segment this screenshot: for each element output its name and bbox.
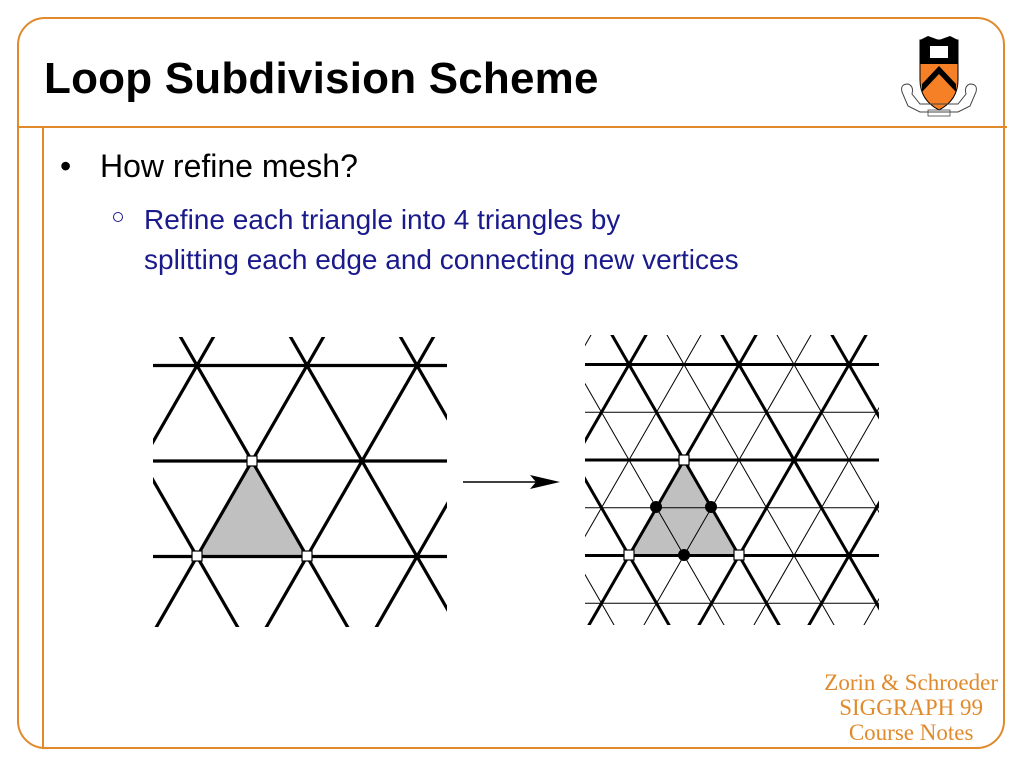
fine-edge [585, 335, 702, 538]
sub-bullet-line: splitting each edge and connecting new v… [144, 244, 739, 275]
fine-edge [884, 275, 1024, 685]
coarse-edge [697, 335, 868, 625]
coarse-edge [0, 277, 28, 687]
coarse-edge [114, 275, 350, 685]
new-vertex-marker [705, 501, 717, 513]
fine-edge [0, 275, 154, 685]
coarse-edge [398, 337, 447, 421]
coarse-edge [720, 335, 879, 611]
coarse-edge [916, 277, 1024, 687]
fine-edge [666, 335, 835, 625]
coarse-edge [892, 277, 1024, 687]
fine-edge [27, 275, 263, 685]
fine-edge [994, 275, 1024, 685]
coarse-edge [0, 277, 162, 687]
left-rule [42, 127, 44, 749]
fine-edge [247, 275, 483, 685]
coarse-edge [0, 275, 21, 685]
fine-edge [279, 275, 515, 685]
sub-bullet-line: Refine each triangle into 4 triangles by [144, 204, 621, 235]
coarse-edge [288, 337, 447, 612]
coarse-edge [610, 335, 781, 625]
coarse-edge [247, 275, 483, 685]
credit-venue: SIGGRAPH 99 [839, 695, 984, 720]
fine-edge [962, 275, 1024, 685]
fine-edge [0, 275, 131, 685]
fine-edge [357, 275, 593, 685]
new-vertex-marker [650, 501, 662, 513]
fine-edge [0, 275, 209, 685]
credit: Zorin & Schroeder SIGGRAPH 99 Course Not… [824, 670, 998, 745]
fine-edge [907, 275, 1024, 685]
coarse-edge [264, 337, 436, 627]
coarse-edge [0, 275, 131, 685]
fine-edge [585, 573, 615, 625]
coarse-edge [587, 335, 758, 625]
arrow-right-icon [463, 475, 560, 489]
coarse-edge [782, 277, 1018, 687]
fine-edge [585, 382, 725, 625]
coarse-edge [154, 337, 326, 627]
coarse-edge [585, 335, 648, 444]
title-divider [17, 126, 1007, 128]
coarse-edge [830, 335, 879, 420]
fine-edge [192, 275, 428, 685]
coarse-edge [585, 476, 671, 625]
coarse-edge [178, 337, 350, 627]
bullet-circle-icon [113, 212, 123, 222]
fine-edge [82, 275, 318, 685]
fine-edge [4, 275, 240, 685]
coarse-edge [807, 500, 879, 625]
coarse-edge [884, 275, 1024, 685]
refined-mesh [0, 275, 1024, 685]
bullet-dot-icon: • [60, 148, 72, 184]
old-vertex-marker [191, 550, 203, 562]
credit-notes: Course Notes [848, 720, 974, 745]
princeton-shield-logo [901, 36, 977, 117]
bullet-text: How refine mesh? [100, 148, 358, 184]
coarse-edge [4, 275, 240, 685]
fine-edge [776, 335, 879, 514]
coarse-edge [696, 277, 932, 687]
coarse-edge [1017, 275, 1024, 685]
old-vertex-marker [623, 549, 635, 561]
fine-edge [302, 275, 538, 685]
coarse-edge [806, 277, 1024, 687]
old-vertex-marker [733, 549, 745, 561]
highlighted-triangle [197, 461, 307, 556]
coarse-edge [374, 501, 447, 627]
old-vertex-marker [246, 455, 258, 467]
coarse-edge [672, 277, 908, 687]
fine-edge [939, 275, 1024, 685]
slide-border [17, 17, 1005, 749]
old-vertex-marker [301, 550, 313, 562]
sub-bullet-text: Refine each triangle into 4 triangles by… [144, 200, 739, 280]
coarse-edge [0, 275, 44, 685]
coarse-edge [907, 275, 1024, 685]
coarse-edge [153, 337, 216, 446]
old-vertex-marker [678, 454, 690, 466]
coarse-edge [153, 476, 240, 627]
coarse-edge [1002, 277, 1024, 687]
fine-edge [585, 335, 592, 347]
fine-edge [852, 275, 1024, 685]
fine-edge [1017, 275, 1024, 685]
coarse-edge [27, 275, 263, 685]
coarse-edge [0, 275, 154, 685]
fine-edge [753, 406, 879, 625]
coarse-edge [586, 277, 822, 687]
new-vertex-marker [678, 549, 690, 561]
coarse-edge [0, 277, 138, 687]
coarse-edge [0, 277, 52, 687]
credit-authors: Zorin & Schroeder [824, 670, 998, 695]
coarse-edge [357, 275, 593, 685]
fine-edge [169, 275, 405, 685]
fine-edge [863, 597, 879, 625]
fine-edge [643, 335, 812, 625]
slide-title: Loop Subdivision Scheme [44, 54, 599, 103]
fine-edge [114, 275, 350, 685]
coarse-edge [994, 275, 1024, 685]
